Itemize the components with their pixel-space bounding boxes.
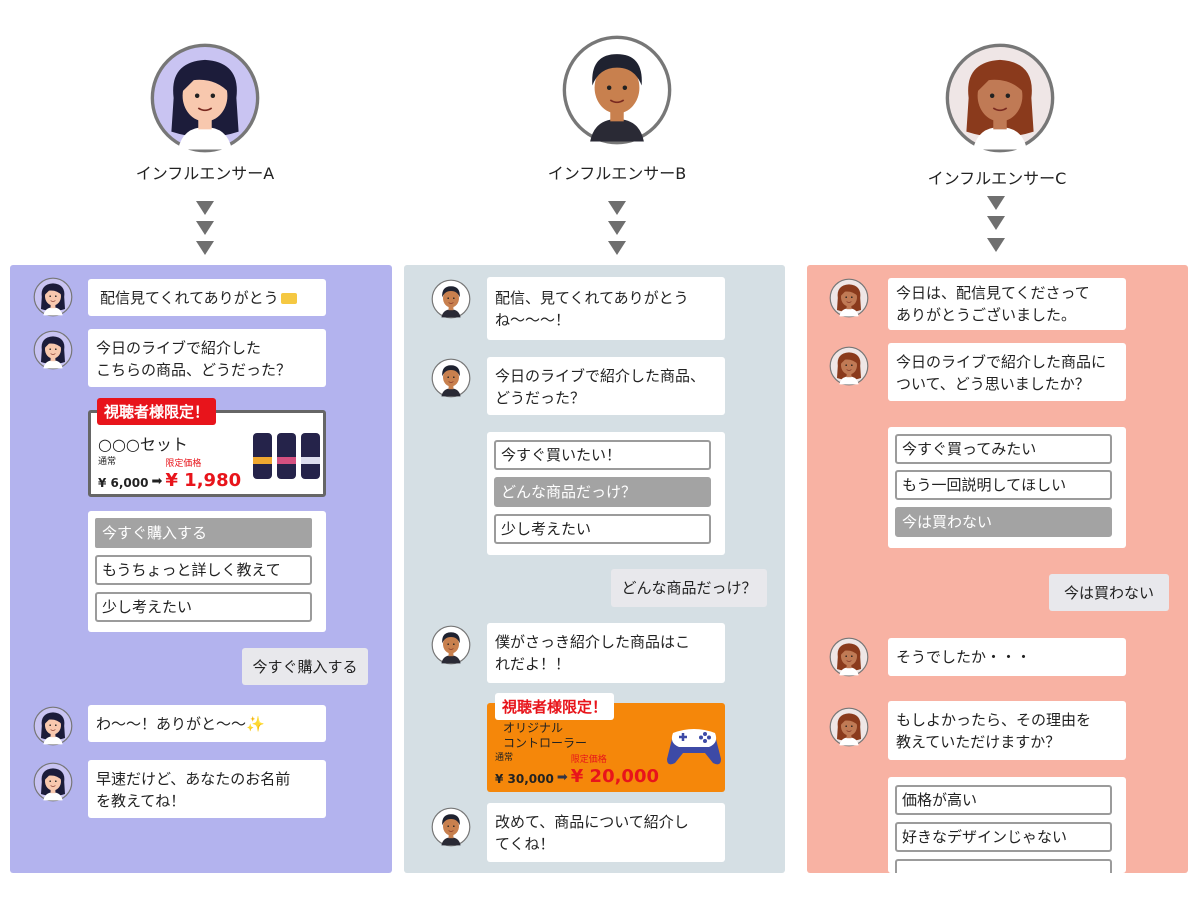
down-arrow-icon bbox=[987, 196, 1005, 210]
sale-price-group: 限定価格 ¥ 20,000 bbox=[571, 755, 659, 788]
option-buy-now[interactable]: 今すぐ買いたい！ bbox=[494, 440, 711, 470]
product-card[interactable]: オリジナル コントローラー 通常 ¥ 30,000 ➡ 限定価格 ¥ 20,00… bbox=[487, 703, 725, 792]
avatar bbox=[33, 277, 73, 317]
option-think[interactable]: 少し考えたい bbox=[95, 592, 312, 622]
option-think[interactable]: 少し考えたい bbox=[494, 514, 711, 544]
avatar bbox=[431, 358, 471, 398]
sale-price-group: 限定価格 ¥ 1,980 bbox=[165, 459, 241, 492]
sale-label: 限定価格 bbox=[570, 755, 607, 765]
chat-bubble: もしよかったら、その理由を 教えていただけますか？ bbox=[888, 701, 1126, 760]
bottles-image bbox=[253, 433, 321, 481]
option-buy-now[interactable]: 今すぐ購入する bbox=[95, 518, 312, 548]
option-explain-again[interactable]: もう一回説明してほしい bbox=[895, 470, 1112, 500]
chat-bubble: 今日のライブで紹介した こちらの商品、どうだった？ bbox=[88, 329, 326, 387]
option-design[interactable]: 好きなデザインじゃない bbox=[895, 822, 1112, 852]
option-more-details[interactable]: もうちょっと詳しく教えて bbox=[95, 555, 312, 585]
chat-bubble: 配信見てくれてありがとう bbox=[88, 279, 326, 316]
regular-label: 通常 bbox=[495, 753, 514, 763]
arrow-right-icon: ➡ bbox=[151, 474, 163, 489]
promo-tag: 視聴者様限定！ bbox=[97, 398, 217, 425]
influencer-a-name: インフルエンサーA bbox=[135, 164, 275, 183]
down-arrow-icon bbox=[987, 216, 1005, 230]
chat-bubble: 早速だけど、あなたのお名前 を教えてね！ bbox=[88, 760, 326, 818]
sale-price: ¥ 20,000 bbox=[570, 766, 660, 787]
message-text: 配信見てくれてありがとう bbox=[100, 289, 279, 307]
arrow-right-icon: ➡ bbox=[556, 770, 568, 785]
chat-bubble: 今日のライブで紹介した商品に ついて、どう思いましたか？ bbox=[888, 343, 1126, 401]
price-row: 通常 ¥ 30,000 ➡ 限定価格 ¥ 20,000 bbox=[495, 753, 659, 788]
avatar bbox=[829, 278, 869, 318]
down-arrow-icon bbox=[196, 221, 214, 235]
promo-tag: 視聴者様限定！ bbox=[495, 693, 615, 720]
avatar bbox=[829, 346, 869, 386]
influencer-a-avatar bbox=[149, 42, 261, 154]
user-reply: どんな商品だっけ？ bbox=[611, 569, 767, 607]
option-other[interactable] bbox=[895, 859, 1112, 873]
regular-price: ¥ 30,000 bbox=[495, 772, 554, 786]
choice-box: 今すぐ購入する もうちょっと詳しく教えて 少し考えたい bbox=[88, 511, 326, 632]
down-arrow-icon bbox=[608, 221, 626, 235]
influencer-b-name: インフルエンサーB bbox=[547, 164, 687, 183]
user-reply: 今は買わない bbox=[1049, 574, 1169, 611]
influencer-c-name: インフルエンサーC bbox=[927, 169, 1067, 188]
avatar bbox=[33, 330, 73, 370]
avatar bbox=[431, 807, 471, 847]
influencer-c-avatar bbox=[944, 42, 1056, 154]
option-price-high[interactable]: 価格が高い bbox=[895, 785, 1112, 815]
avatar bbox=[829, 707, 869, 747]
sale-price: ¥ 1,980 bbox=[165, 470, 242, 491]
chat-bubble: 僕がさっき紹介した商品はこ れだよ！！ bbox=[487, 623, 725, 683]
chat-bubble: わ〜〜！ありがと〜〜✨ bbox=[88, 705, 326, 742]
chat-bubble: そうでしたか・・・ bbox=[888, 638, 1126, 676]
avatar bbox=[431, 279, 471, 319]
avatar bbox=[33, 762, 73, 802]
chat-bubble: 今日のライブで紹介した商品、 どうだった？ bbox=[487, 357, 725, 415]
regular-label: 通常 bbox=[98, 457, 117, 467]
regular-price-group: 通常 ¥ 6,000 bbox=[98, 457, 148, 492]
user-reply: 今すぐ購入する bbox=[242, 648, 368, 685]
sale-label: 限定価格 bbox=[165, 459, 202, 469]
regular-price: ¥ 6,000 bbox=[98, 476, 149, 490]
down-arrow-icon bbox=[608, 201, 626, 215]
down-arrow-icon bbox=[987, 238, 1005, 252]
product-title: オリジナル コントローラー bbox=[503, 721, 588, 750]
game-controller-icon bbox=[667, 729, 721, 765]
option-not-now[interactable]: 今は買わない bbox=[895, 507, 1112, 537]
influencer-b-avatar bbox=[561, 34, 673, 146]
choice-box: 価格が高い 好きなデザインじゃない bbox=[888, 777, 1126, 873]
choice-box: 今すぐ買ってみたい もう一回説明してほしい 今は買わない bbox=[888, 427, 1126, 548]
chat-bubble: 配信、見てくれてありがとう ね〜〜〜！ bbox=[487, 277, 725, 340]
avatar bbox=[829, 637, 869, 677]
envelope-icon bbox=[280, 293, 297, 304]
down-arrow-icon bbox=[196, 201, 214, 215]
product-title: ○○○セット bbox=[98, 435, 188, 454]
chat-bubble: 改めて、商品について紹介し てくね！ bbox=[487, 803, 725, 862]
choice-box: 今すぐ買いたい！ どんな商品だっけ？ 少し考えたい bbox=[487, 432, 725, 555]
option-what-product[interactable]: どんな商品だっけ？ bbox=[494, 477, 711, 507]
down-arrow-icon bbox=[608, 241, 626, 255]
chat-bubble: 今日は、配信見てくださって ありがとうございました。 bbox=[888, 278, 1126, 330]
avatar bbox=[33, 706, 73, 746]
option-try-now[interactable]: 今すぐ買ってみたい bbox=[895, 434, 1112, 464]
down-arrow-icon bbox=[196, 241, 214, 255]
price-row: 通常 ¥ 6,000 ➡ 限定価格 ¥ 1,980 bbox=[98, 457, 241, 492]
regular-price-group: 通常 ¥ 30,000 bbox=[495, 753, 554, 788]
avatar bbox=[431, 625, 471, 665]
